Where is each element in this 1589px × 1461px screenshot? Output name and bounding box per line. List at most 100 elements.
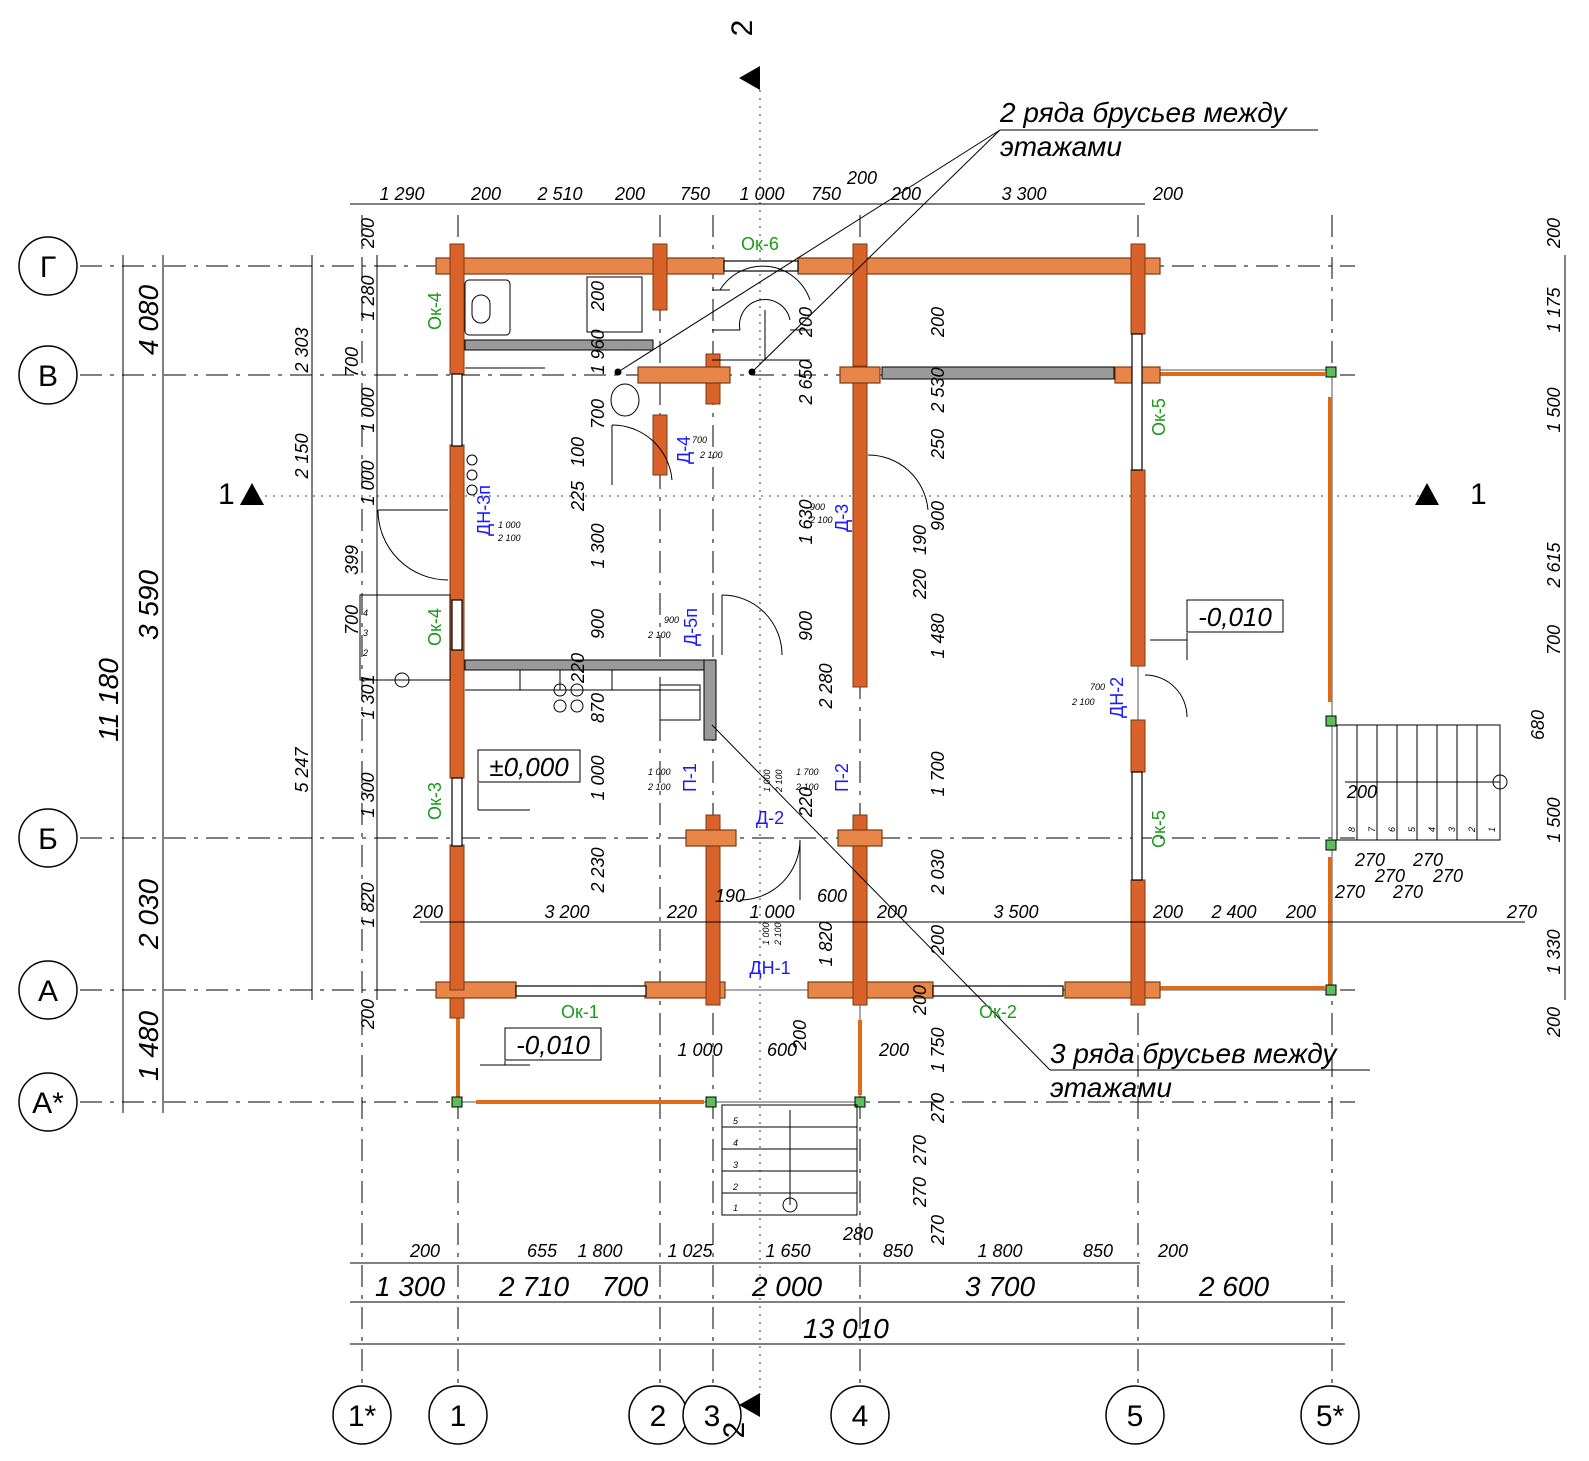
svg-text:11 180: 11 180 [93,658,124,742]
svg-text:1 800: 1 800 [577,1241,622,1261]
col-bubble-1: 1 [428,1385,488,1445]
walls [435,243,1161,1019]
svg-text:2 615: 2 615 [1544,541,1564,588]
svg-text:1 025: 1 025 [667,1241,713,1261]
dims-interior: 200 3 200 220 1 000 600 200 3 500 200 2 … [412,281,1537,1246]
svg-text:200: 200 [358,218,378,249]
svg-text:2 100: 2 100 [773,922,783,946]
svg-text:220: 220 [910,569,930,600]
window-label-ok2: Ок-2 [979,1002,1017,1022]
dims-right: 200 1 175 1 500 2 615 700 680 1 500 1 33… [1528,218,1564,1038]
col-bubble-3: 3 [682,1385,742,1445]
svg-text:1 300: 1 300 [588,523,608,568]
stairs-front-numbers: 5 4 3 2 1 [732,1116,739,1213]
svg-text:4: 4 [852,1400,869,1433]
svg-text:700: 700 [602,1271,649,1302]
svg-text:220: 220 [568,653,588,684]
svg-text:870: 870 [588,693,608,723]
svg-text:200: 200 [790,1020,810,1051]
svg-text:270: 270 [1432,866,1463,886]
dims-bottom-chain: 200 655 1 800 1 025 1 650 280 850 1 800 … [409,1224,1188,1261]
svg-text:3 700: 3 700 [965,1271,1035,1302]
svg-text:700: 700 [342,347,362,377]
svg-text:1 330: 1 330 [1544,929,1564,974]
window-label-ok4-lower: Ок-4 [425,608,445,646]
dims-bottom-axes: 1 300 2 710 700 2 000 3 700 2 600 13 010 [375,1271,1269,1344]
svg-text:1 650: 1 650 [765,1241,810,1261]
svg-text:190: 190 [715,886,745,906]
section-mark-1-left: 1 [218,478,264,511]
svg-text:1 000: 1 000 [358,387,378,432]
door-label-dn1: ДН-1 [749,958,790,978]
svg-text:1 301: 1 301 [358,674,378,719]
svg-text:250: 250 [928,429,948,460]
svg-text:2 100: 2 100 [647,630,671,640]
svg-text:200: 200 [1157,1241,1188,1261]
svg-text:2 280: 2 280 [816,663,836,709]
level-main: ±0,000 [477,749,581,811]
svg-text:7: 7 [1367,826,1377,832]
note-three-rows-line1: 3 ряда брусьев между [1050,1038,1338,1069]
svg-text:200: 200 [796,307,816,338]
svg-text:200: 200 [1346,782,1377,802]
svg-text:2 030: 2 030 [133,879,164,950]
svg-text:-0,010: -0,010 [516,1030,590,1060]
svg-text:270: 270 [1334,882,1365,902]
svg-text:2 650: 2 650 [796,359,816,405]
svg-text:200: 200 [878,1040,909,1060]
svg-text:6: 6 [1387,827,1397,832]
svg-text:1 300: 1 300 [358,772,378,817]
door-label-dn2: ДН-2 [1107,677,1127,718]
row-bubble-g: Г [18,236,78,296]
svg-text:2 510: 2 510 [536,184,582,204]
svg-text:1 000: 1 000 [358,460,378,505]
level-terrace: -0,010 [480,1027,602,1066]
svg-text:2: 2 [650,1400,667,1433]
svg-text:3: 3 [704,1400,721,1433]
note-two-rows-line1: 2 ряда брусьев между [999,97,1288,128]
door-sizes: 700 2 100 900 2 100 1 000 2 100 900 2 10… [497,435,1105,946]
svg-text:750: 750 [811,184,841,204]
svg-text:2 400: 2 400 [1210,902,1256,922]
svg-text:5*: 5* [1316,1400,1345,1433]
svg-text:700: 700 [1090,682,1105,692]
row-bubble-v: В [18,345,78,405]
door-label-dn3p: ДН-3п [474,485,494,536]
svg-text:655: 655 [527,1241,558,1261]
svg-text:1 000: 1 000 [498,520,521,530]
svg-text:4: 4 [1427,827,1437,832]
svg-text:13 010: 13 010 [803,1313,889,1344]
svg-text:1 000: 1 000 [761,922,771,945]
window-label-ok5-upper: Ок-5 [1149,398,1169,436]
svg-text:2 303: 2 303 [292,327,312,373]
svg-text:1 300: 1 300 [375,1271,445,1302]
dims-top: 1 290 200 2 510 200 750 1 000 750 200 20… [379,168,1183,204]
col-bubble-1star: 1* [332,1385,392,1445]
svg-text:280: 280 [842,1224,873,1244]
svg-text:1 820: 1 820 [358,882,378,927]
svg-text:2 030: 2 030 [928,849,948,895]
note-two-rows-line2: этажами [1000,131,1122,162]
section-mark-2-top: 2 [726,20,760,90]
row-bubble-a: А [18,960,78,1020]
svg-text:399: 399 [342,545,362,575]
svg-text:-0,010: -0,010 [1198,602,1272,632]
door-label-d2: Д-2 [756,808,784,828]
svg-text:200: 200 [588,281,608,312]
svg-text:2: 2 [1467,827,1477,833]
svg-text:200: 200 [412,902,443,922]
level-porch: -0,010 [1150,599,1284,660]
col-bubble-5: 5 [1105,1385,1165,1445]
row-bubble-astar: А* [18,1072,78,1132]
svg-text:3 590: 3 590 [133,570,164,640]
svg-text:2 100: 2 100 [699,450,723,460]
svg-text:270: 270 [1412,850,1443,870]
svg-text:600: 600 [817,886,847,906]
svg-text:1 000: 1 000 [648,767,671,777]
svg-text:1: 1 [733,1203,738,1213]
svg-text:2: 2 [718,1422,751,1439]
svg-text:2 600: 2 600 [1198,1271,1269,1302]
svg-text:270: 270 [910,1177,930,1208]
svg-text:1: 1 [450,1400,467,1433]
door-label-d4: Д-4 [674,436,694,464]
